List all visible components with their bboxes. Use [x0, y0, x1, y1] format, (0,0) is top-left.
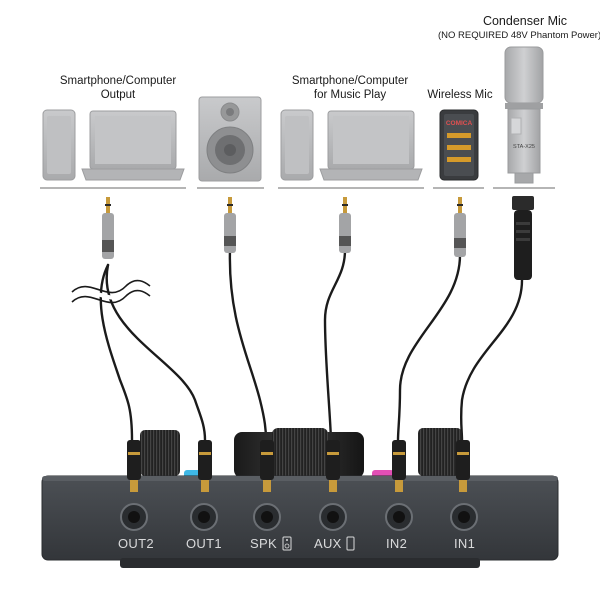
music-play-label-line2: for Music Play — [313, 89, 387, 101]
smartphone-output-label-line2: Output — [100, 89, 136, 101]
jack-socket-out2 — [120, 503, 148, 531]
jack-socket-in2 — [385, 503, 413, 531]
speaker-icon — [282, 536, 292, 551]
plug-top-2 — [224, 197, 236, 253]
cable-in1 — [459, 278, 524, 442]
phone-device-2 — [280, 109, 314, 181]
phone-device-1 — [42, 109, 76, 181]
knob-right — [418, 428, 462, 476]
wireless-mic-label: Wireless Mic — [427, 89, 493, 101]
phone-icon — [346, 536, 355, 551]
condenser-mic-note: (NO REQUIRED 48V Phantom Power) — [438, 30, 600, 41]
jack-socket-aux — [319, 503, 347, 531]
condenser-mic-device: STA-X25 — [504, 46, 544, 184]
cable-in2 — [396, 253, 462, 442]
condenser-model-text: STA-X25 — [513, 144, 535, 150]
port-label-in2: IN2 — [386, 536, 408, 551]
port-label-aux: AUX — [314, 536, 342, 551]
cable-aux — [323, 248, 347, 442]
jack-socket-spk — [253, 503, 281, 531]
plug-top-4 — [454, 197, 466, 257]
laptop-device-1 — [81, 110, 185, 181]
knob-left — [140, 430, 180, 476]
laptop-device-2 — [319, 110, 423, 181]
xlr-connector — [512, 196, 534, 280]
wireless-brand-text: COMICA — [446, 120, 473, 127]
plug-top-1 — [102, 197, 114, 259]
cable-out1 — [105, 263, 207, 442]
port-label-out2: OUT2 — [118, 536, 154, 551]
audio-interface-panel — [41, 475, 559, 568]
port-label-spk: SPK — [250, 536, 277, 551]
plug-top-3 — [339, 197, 351, 253]
cable-break-wave — [71, 279, 151, 304]
port-label-out1: OUT1 — [186, 536, 222, 551]
plugs-inserted — [127, 440, 470, 492]
jack-socket-in1 — [450, 503, 478, 531]
smartphone-output-label-line1: Smartphone/Computer — [59, 75, 177, 87]
music-play-label: Smartphone/Computer for Music Play — [280, 74, 420, 102]
port-label-in1: IN1 — [454, 536, 476, 551]
wireless-mic-device: COMICA — [439, 109, 479, 181]
cable-spk — [228, 248, 268, 442]
music-play-label-line1: Smartphone/Computer — [291, 75, 409, 87]
jack-socket-out1 — [190, 503, 218, 531]
speaker-device — [198, 96, 262, 182]
smartphone-output-label: Smartphone/Computer Output — [48, 74, 188, 102]
condenser-mic-title: Condenser Mic — [482, 14, 568, 28]
knob-center — [234, 428, 364, 478]
cables — [99, 248, 524, 442]
